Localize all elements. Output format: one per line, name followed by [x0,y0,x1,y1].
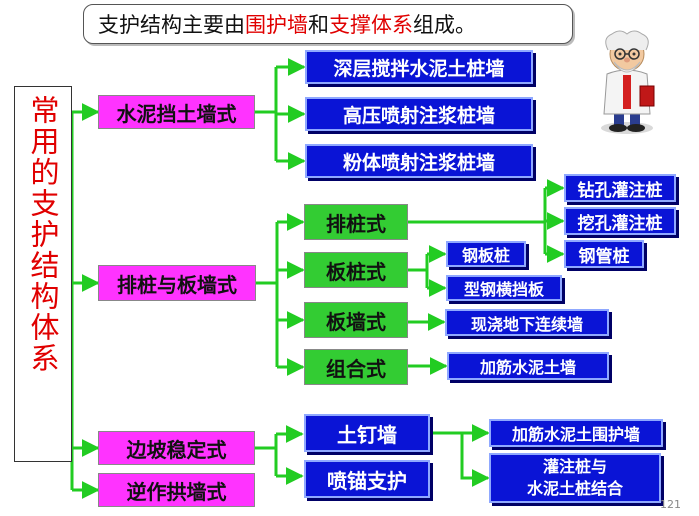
nail-combo-line-2: 水泥土桩结合 [526,479,623,498]
callout-mid: 和 [308,13,329,37]
callout-prefix: 支护结构主要由 [98,13,245,37]
pile-type-combo: 组合式 [304,349,408,385]
cement-type-deep-mix: 深层搅拌水泥土桩墙 [305,50,533,84]
cement-type-powder: 粉体喷射注浆桩墙 [305,144,533,178]
slope-soil-nail: 土钉墙 [304,414,430,452]
row-pile-steel-pipe: 钢管桩 [564,240,644,268]
combo-reinforced-cement: 加筋水泥土墙 [447,352,609,380]
slope-shotcrete-anchor: 喷锚支护 [304,460,430,498]
category-cement-wall: 水泥挡土墙式 [98,95,255,129]
root-title-box: 常用的支护结构体系 [14,86,72,462]
callout-bubble: 支护结构主要由围护墙和支撑体系组成。 [83,4,573,44]
sheet-pile-section-steel: 型钢横挡板 [446,275,562,301]
row-pile-dug: 挖孔灌注桩 [564,207,676,235]
nail-bored-cement-combo: 灌注桩与 水泥土桩结合 [489,453,661,503]
callout-highlight-support: 支撑体系 [329,13,413,37]
callout-suffix: 组成。 [413,13,476,37]
row-pile-bored: 钻孔灌注桩 [564,174,676,202]
pile-type-sheet: 板桩式 [304,252,408,288]
cement-type-high-pressure: 高压喷射注浆桩墙 [305,97,533,131]
page-number: 121 [660,498,681,511]
pile-type-row: 排桩式 [304,204,408,240]
sheet-pile-steel: 钢板桩 [446,241,526,267]
nail-reinforced-cement-wall: 加筋水泥土围护墙 [489,419,663,447]
category-slope: 边坡稳定式 [98,431,255,465]
pile-type-wall: 板墙式 [304,302,408,338]
wall-cast-in-place: 现浇地下连续墙 [445,309,609,336]
callout-highlight-wall: 围护墙 [245,13,308,37]
root-title: 常用的支护结构体系 [26,95,60,374]
category-pile-wall: 排桩与板墙式 [98,265,256,301]
category-arch-wall: 逆作拱墙式 [98,473,255,507]
nail-combo-line-1: 灌注桩与 [542,457,607,476]
professor-mascot-icon [601,30,655,134]
